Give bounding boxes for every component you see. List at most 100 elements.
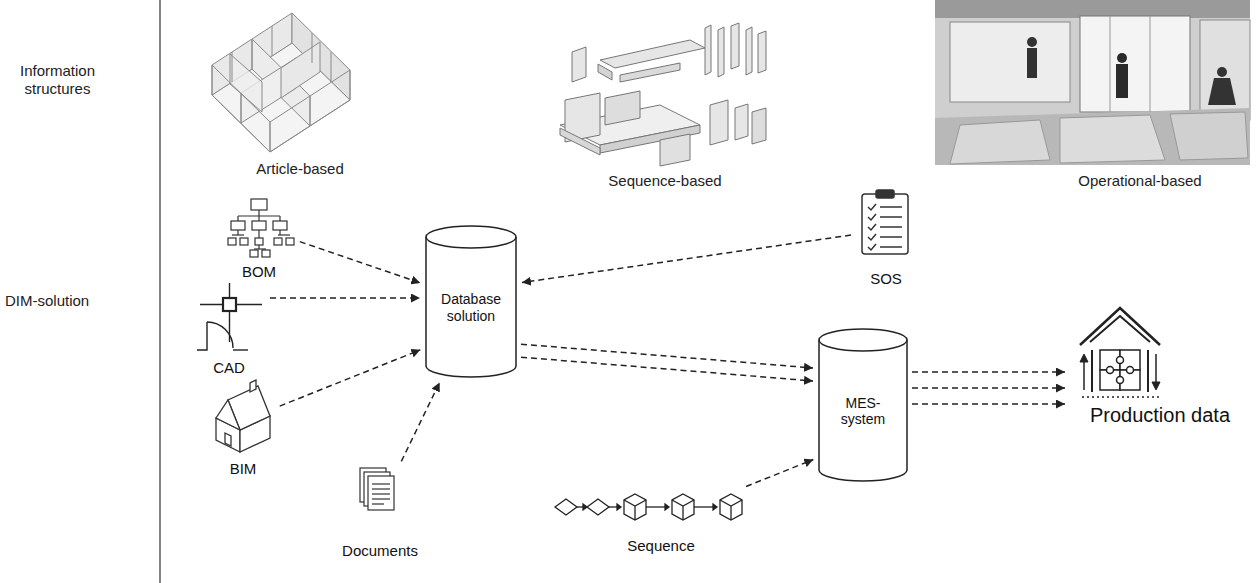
sequence-based-illustration-part [560,128,600,155]
sequence-icon-part [609,506,617,507]
sos-clipboard-icon-part [868,224,876,230]
sos-clipboard-icon-part [880,226,902,228]
sequence-based-illustration-part [660,134,690,166]
sos-clipboard-icon [862,190,908,254]
cad-icon-part [233,349,248,350]
operational-photo-part [1110,16,1111,112]
icon-caption: BOM [242,263,276,280]
cad-icon [197,283,262,350]
bim-icon-part [225,433,231,446]
bom-icon-part [278,234,290,235]
bim-icon [216,380,270,452]
article-based-illustration-part [252,39,253,69]
sos-clipboard-icon-part [880,206,902,208]
production-data-icon-part [1080,308,1160,345]
article-based-illustration-part [310,96,311,126]
article-based-illustration-part [270,70,350,152]
production-data-icon-part [1082,396,1160,398]
operational-photo-part [935,108,1250,165]
production-data-icon-part [1152,382,1160,390]
sequence-based-illustration-part [600,40,705,68]
operational-photo-part [1208,78,1236,105]
dashed-arrow [912,403,1065,405]
bom-icon-part [255,238,263,245]
dashed-arrow [522,235,851,282]
bom-icon-part [237,216,238,221]
sos-clipboard-icon-part [868,244,876,250]
connector-group [270,235,1065,486]
sos-clipboard-icon-part [880,246,902,248]
bom-icon-part [274,238,282,245]
bom-icon-part [258,216,259,221]
operational-photo-part [1027,48,1037,78]
dashed-arrow [912,371,1065,373]
sequence-icon-part [587,499,609,515]
cylinder-body [819,329,907,481]
sequence-icon-part [720,494,742,520]
production-data-icon-part [1090,316,1150,342]
operational-photo-part [1117,53,1127,63]
bom-icon-part [251,199,267,210]
structure-caption: Article-based [180,160,420,178]
bim-icon-part [216,400,240,430]
structure-caption: Sequence-based [545,172,785,190]
production-data-icon-part-part [1127,367,1134,374]
dashed-arrow [746,460,813,487]
dashed-arrow [300,242,420,283]
sequence-based-illustration-part [735,104,748,140]
bom-icon-part [279,230,280,235]
operational-photo-part [950,120,1050,164]
production-data-icon [1080,308,1160,397]
sequence-based-illustration-part [746,27,752,75]
bom-icon-part [228,238,236,245]
sos-clipboard-icon-part [862,194,908,254]
bim-node: BIM [210,385,276,477]
documents-icon-part [372,503,384,504]
production-data-icon-part-part [1117,357,1124,364]
operational-photo-part [1150,16,1151,112]
sequence-icon-part [694,506,713,507]
cylinder-label: MES-system [827,395,899,427]
cylinder-rim [426,237,516,248]
documents-icon [360,468,394,510]
operational-photo-part [950,22,1070,102]
operational-photo-part [1080,16,1190,112]
sos-node: SOS [855,186,917,287]
article-based-illustration-part [232,52,233,82]
icon-caption: Production data [1090,404,1230,427]
column-divider [159,0,160,583]
bom-icon-part [258,210,259,216]
bom-icon-part [279,216,280,221]
documents-icon-part [372,483,390,484]
bom-icon-part [232,234,244,235]
operational-photo-part [1027,37,1037,47]
bom-icon-part [262,250,270,257]
dashed-arrow [912,387,1065,389]
article-based-illustration-part [331,52,332,82]
sequence-icon-part [665,504,669,510]
database-cylinder: Database solution [425,225,517,378]
article-based-illustration-part [212,65,270,152]
production-data-icon-part [1100,350,1140,390]
sequence-icon [555,494,742,520]
production-data-icon-part [1155,354,1157,384]
documents-icon-part [372,498,390,499]
cad-node: CAD [192,280,266,376]
cad-icon-part [197,322,207,350]
structure-caption: Operational-based [1020,172,1258,190]
sequence-icon-part [672,494,694,520]
operational-photo-part [935,0,1250,165]
icon-caption: Sequence [627,537,695,554]
cad-icon-part [223,298,236,311]
sequence-based-illustration-part [731,23,739,69]
dashed-arrow [521,344,813,368]
sequence-node: Sequence [550,488,772,554]
bim-icon-part [250,380,256,392]
row-heading: DIM-solution [5,292,135,310]
article-based-illustration [212,13,350,152]
documents-node: Documents [338,465,422,559]
bom-icon-part [250,250,258,257]
sequence-icon-part [617,504,621,510]
operational-photo [935,0,1250,165]
